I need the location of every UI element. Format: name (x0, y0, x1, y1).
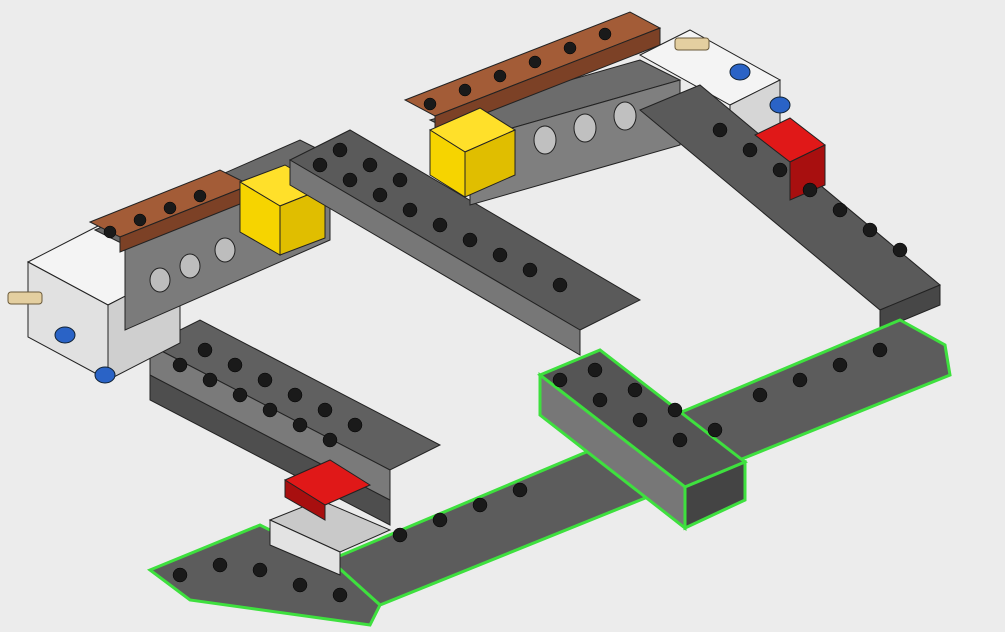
lego-instruction-scene (0, 0, 1005, 632)
